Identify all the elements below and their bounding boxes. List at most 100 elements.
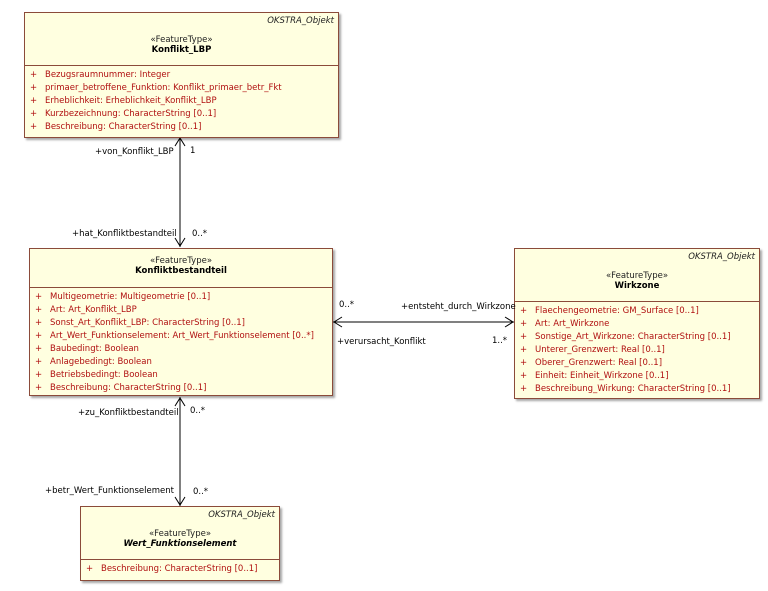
attribute-text: Betriebsbedingt: Boolean — [50, 370, 158, 380]
class-konfliktbestandteil[interactable]: «FeatureType» Konfliktbestandteil + Multi… — [29, 248, 333, 396]
multiplicity-label: 0..* — [339, 300, 355, 310]
attribute-text: Anlagebedingt: Boolean — [50, 357, 152, 367]
visibility-marker: + — [35, 305, 43, 315]
multiplicity-label: 0..* — [190, 406, 206, 416]
attribute-row[interactable]: + Betriebsbedingt: Boolean — [30, 369, 332, 382]
attribute-row[interactable]: + Bezugsraumnummer: Integer — [25, 69, 338, 82]
class-name: Konfliktbestandteil — [135, 266, 227, 276]
role-label-hat-konfliktbestandteil: +hat_Konfliktbestandteil — [72, 229, 177, 239]
attribute-row[interactable]: + Sonstige_Art_Wirkzone: CharacterString … — [515, 331, 759, 344]
attribute-row[interactable]: +Beschreibung_Wirkung: CharacterString [… — [515, 383, 759, 396]
attribute-text: Baubedingt: Boolean — [50, 344, 139, 354]
multiplicity-label: 0..* — [193, 487, 209, 497]
attribute-list: + Multigeometrie: Multigeometrie [0..1] +… — [30, 288, 332, 395]
stereotype-label: «FeatureType» — [150, 35, 213, 45]
class-wert-funktionselement[interactable]: OKSTRA_Objekt «FeatureType» Wert_Funktio… — [80, 506, 280, 581]
stereotype-label: «FeatureType» — [149, 256, 213, 266]
attribute-row[interactable]: + Beschreibung: CharacterString [0..1] — [30, 382, 332, 395]
class-name: Konflikt_LBP — [151, 45, 212, 55]
arrowhead-konfliktbestandteil-top — [174, 237, 186, 247]
visibility-marker: + — [520, 306, 528, 316]
arrowhead-wert-funktionselement — [174, 496, 186, 506]
attribute-text: Art: Art_Konflikt_LBP — [50, 305, 137, 315]
visibility-marker: + — [520, 384, 528, 394]
attribute-row[interactable]: +Kurzbezeichnung: CharacterString [0..1] — [25, 108, 338, 121]
class-header: OKSTRA_Objekt «FeatureType» Wirkzone — [515, 249, 759, 302]
attribute-text: Bezugsraumnummer: Integer — [45, 70, 171, 80]
package-label: OKSTRA_Objekt — [267, 16, 334, 26]
attribute-row[interactable]: + primaer_betroffene_Funktion: Konflikt_p… — [25, 82, 338, 95]
class-header: OKSTRA_Objekt «FeatureType» Wert_Funktio… — [81, 507, 279, 560]
multiplicity-label: 1 — [190, 146, 196, 156]
attribute-row[interactable]: + Beschreibung: CharacterString [0..1] — [25, 121, 338, 134]
arrowhead-konfliktbestandteil-right — [333, 316, 343, 328]
attribute-row[interactable]: + Erheblichkeit: Erheblichkeit_Konflikt_L… — [25, 95, 338, 108]
role-label-von-konflikt-lbp: +von_Konflikt_LBP — [95, 147, 174, 157]
package-label: OKSTRA_Objekt — [688, 252, 755, 262]
attribute-text: Sonst_Art_Konflikt_LBP: CharacterString … — [50, 318, 245, 328]
visibility-marker: + — [30, 109, 38, 119]
visibility-marker: + — [35, 331, 43, 341]
visibility-marker: + — [520, 358, 528, 368]
attribute-row[interactable]: + Baubedingt: Boolean — [30, 343, 332, 356]
attribute-text: Beschreibung: CharacterString [0..1] — [50, 383, 207, 393]
attribute-list: +Beschreibung: CharacterString [0..1] — [81, 560, 279, 576]
stereotype-label: «FeatureType» — [605, 271, 669, 281]
role-label-betr-wert-funktionselement: +betr_Wert_Funktionselement — [45, 486, 174, 496]
visibility-marker: + — [520, 332, 528, 342]
visibility-marker: + — [35, 357, 43, 367]
attribute-text: Art: Art_Wirkzone — [535, 319, 610, 329]
attribute-text: Flaechengeometrie: GM_Surface [0..1] — [535, 306, 699, 316]
role-label-verursacht-konflikt: +verursacht_Konflikt — [337, 337, 426, 347]
attribute-row[interactable]: +Beschreibung: CharacterString [0..1] — [81, 563, 279, 576]
visibility-marker: + — [30, 83, 38, 93]
class-konflikt-lbp[interactable]: OKSTRA_Objekt «FeatureType» Konflikt_LBP… — [24, 12, 339, 138]
multiplicity-label: 0..* — [192, 229, 208, 239]
attribute-list: + Flaechengeometrie: GM_Surface [0..1] + A… — [515, 302, 759, 396]
class-name: Wirkzone — [614, 281, 660, 291]
attribute-row[interactable]: + Flaechengeometrie: GM_Surface [0..1] — [515, 305, 759, 318]
visibility-marker: + — [35, 318, 43, 328]
package-label: OKSTRA_Objekt — [208, 510, 275, 520]
attribute-row[interactable]: + Art: Art_Konflikt_LBP — [30, 304, 332, 317]
visibility-marker: + — [30, 96, 38, 106]
attribute-list: + Bezugsraumnummer: Integer + primaer_betr… — [25, 66, 338, 134]
class-header: OKSTRA_Objekt «FeatureType» Konflikt_LBP — [25, 13, 338, 66]
visibility-marker: + — [35, 292, 43, 302]
role-label-zu-konfliktbestandteil: +zu_Konfliktbestandteil — [78, 408, 179, 418]
arrowhead-konfliktbestandteil-bottom — [174, 397, 186, 407]
attribute-text: primaer_betroffene_Funktion: Konflikt_pr… — [45, 83, 282, 93]
attribute-row[interactable]: +Oberer_Grenzwert: Real [0..1] — [515, 357, 759, 370]
multiplicity-label: 1..* — [492, 336, 508, 346]
attribute-row[interactable]: +Einheit: Einheit_Wirkzone [0..1] — [515, 370, 759, 383]
class-header: «FeatureType» Konfliktbestandteil — [30, 249, 332, 288]
attribute-text: Art_Wert_Funktionselement: Art_Wert_Funk… — [50, 331, 314, 341]
visibility-marker: + — [30, 70, 38, 80]
visibility-marker: + — [86, 564, 94, 574]
attribute-row[interactable]: + Art_Wert_Funktionselement: Art_Wert_Fun… — [30, 330, 332, 343]
stereotype-label: «FeatureType» — [148, 529, 212, 539]
role-label-entsteht-durch-wirkzone: +entsteht_durch_Wirkzone — [401, 302, 516, 312]
visibility-marker: + — [35, 383, 43, 393]
attribute-row[interactable]: + Multigeometrie: Multigeometrie [0..1] — [30, 291, 332, 304]
arrowhead-wirkzone — [504, 316, 514, 328]
attribute-text: Sonstige_Art_Wirkzone: CharacterString [… — [535, 332, 731, 342]
attribute-row[interactable]: +Unterer_Grenzwert: Real [0..1] — [515, 344, 759, 357]
arrowhead-konflikt-lbp — [174, 137, 186, 147]
class-wirkzone[interactable]: OKSTRA_Objekt «FeatureType» Wirkzone + Fl… — [514, 248, 760, 399]
visibility-marker: + — [30, 122, 38, 132]
visibility-marker: + — [520, 371, 528, 381]
attribute-row[interactable]: + Art: Art_Wirkzone — [515, 318, 759, 331]
attribute-text: Erheblichkeit: Erheblichkeit_Konflikt_LB… — [45, 96, 217, 106]
visibility-marker: + — [35, 344, 43, 354]
visibility-marker: + — [520, 345, 528, 355]
attribute-row[interactable]: + Anlagebedingt: Boolean — [30, 356, 332, 369]
attribute-text: Beschreibung: CharacterString [0..1] — [45, 122, 202, 132]
attribute-row[interactable]: + Sonst_Art_Konflikt_LBP: CharacterString… — [30, 317, 332, 330]
visibility-marker: + — [520, 319, 528, 329]
attribute-text: Multigeometrie: Multigeometrie [0..1] — [50, 292, 211, 302]
visibility-marker: + — [35, 370, 43, 380]
class-name: Wert_Funktionselement — [123, 539, 237, 549]
